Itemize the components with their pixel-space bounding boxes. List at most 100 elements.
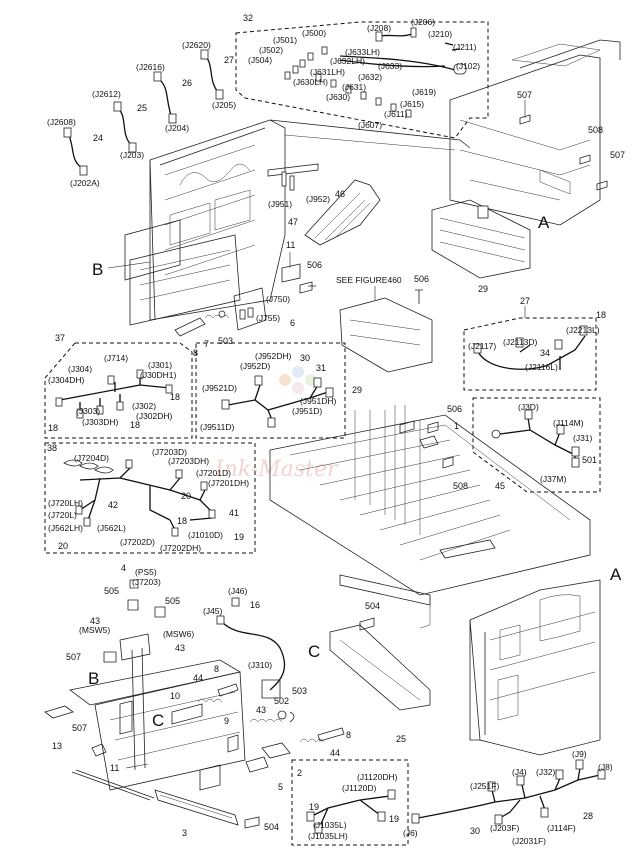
- label-J952: (J952): [306, 194, 330, 204]
- label-J631: (J631): [342, 82, 366, 92]
- part-number-8-b: 8: [214, 664, 219, 674]
- label-J952D: (J952D): [240, 361, 270, 371]
- label-J7204D: (J7204D): [74, 453, 109, 463]
- label-J2113D: (J2113D): [503, 337, 537, 347]
- box-38: [44, 442, 256, 554]
- label-J6: (J6): [403, 828, 418, 838]
- label-J2608: (J2608): [47, 117, 76, 127]
- label-J9521D: (J9521D): [202, 383, 237, 393]
- label-J304DH: (J304DH): [48, 375, 85, 385]
- label-J632: (J632): [358, 72, 382, 82]
- part-number-32: 30: [300, 353, 310, 363]
- part-number-20-b: 20: [58, 541, 68, 551]
- part-number-19-a: 19: [234, 532, 244, 542]
- label-MSW6: (MSW6): [163, 629, 194, 639]
- part-number-505-a: 505: [104, 586, 119, 596]
- label-J631LH: (J631LH): [310, 67, 345, 77]
- box-30: [235, 21, 489, 139]
- label-J7203: (J7203): [132, 577, 161, 587]
- box-31: [195, 342, 346, 439]
- right-lower-frame: A: [469, 565, 622, 756]
- part-number-507-c: 506: [447, 404, 462, 414]
- label-J206: (J206): [411, 17, 435, 27]
- view-letter-B-bottom: B: [88, 669, 99, 688]
- label-J301: (J301): [148, 360, 172, 370]
- box-31-harness: [221, 375, 334, 428]
- part-number-507-a: 506: [307, 260, 322, 270]
- part-number-31: 29: [352, 385, 362, 395]
- label-J303: (J303): [76, 406, 100, 416]
- label-J714: (J714): [104, 353, 128, 363]
- right-upper-labels: 507 508 507 A: [517, 90, 625, 232]
- part-number-24: 27: [224, 55, 234, 65]
- label-J562LH: (J562LH): [48, 523, 83, 533]
- label-J204: (J204): [165, 123, 189, 133]
- label-J8: (J8): [598, 762, 613, 772]
- part-number-20-a: 20: [181, 491, 191, 501]
- label-J114F: (J114F): [547, 823, 576, 833]
- label-J630: (J630): [326, 92, 350, 102]
- part-number-13: 13: [52, 741, 62, 751]
- part-number-7: 7: [204, 339, 209, 349]
- part-number-26: 27: [520, 296, 530, 306]
- harness-28-29-labels: (J251F) (J4) (J32) (J9) (J8) 28 (J6) 30 …: [403, 749, 613, 846]
- part-number-19-b: 19: [309, 802, 319, 812]
- label-J7203D: (J7203D): [152, 447, 187, 457]
- part-number-45: 501: [582, 455, 597, 465]
- label-J952DH: (J952DH): [255, 351, 292, 361]
- label-J1120DH: (J1120DH): [357, 772, 398, 782]
- label-J211: (J211): [453, 42, 477, 52]
- harness-28-29: [411, 759, 606, 825]
- part-number-22: 25: [137, 103, 147, 113]
- part-number-42: 43: [256, 705, 266, 715]
- box-25-labels: 25 (J1120DH) (J1120D) 19 19 (J1035L) (J1…: [308, 734, 406, 841]
- label-J633: (J633): [378, 61, 402, 71]
- box-30-labels: (J206) (J208) (J500) (J501) (J210) (J502…: [243, 13, 480, 130]
- label-J500: (J500): [302, 28, 326, 38]
- label-J607: (J607): [358, 120, 382, 130]
- label-J114M: (J114M): [553, 418, 584, 428]
- part-number-5: 5: [278, 782, 283, 792]
- label-J2117: (J2117): [468, 341, 496, 351]
- label-J32: (J32): [536, 767, 556, 777]
- label-J302: (J302): [132, 401, 156, 411]
- part-number-503: 503: [292, 686, 307, 696]
- label-J9511D: (J9511D): [200, 422, 234, 432]
- part-number-504-a: 504: [365, 601, 380, 611]
- label-J633LH: (J633LH): [345, 47, 380, 57]
- part-number-12: 11: [286, 240, 295, 250]
- part-number-18-a: 18: [170, 392, 180, 402]
- part-number-40: 42: [108, 500, 118, 510]
- label-J3D: (J3D): [518, 402, 539, 412]
- label-J2213L: (J2213L): [566, 325, 600, 335]
- label-J755: (J755): [256, 313, 280, 323]
- watermark: Ink-Master: [214, 366, 339, 482]
- part-number-18-e: 18: [177, 516, 187, 526]
- box-25: [291, 759, 409, 846]
- part-number-38: 38: [47, 443, 57, 453]
- part-number-47: 47: [288, 217, 298, 227]
- part-number-34: 34: [540, 348, 550, 358]
- label-J203: (J203): [120, 150, 144, 160]
- box-30-connectors: [284, 27, 467, 118]
- duct-46: [304, 179, 381, 246]
- box-26: [463, 317, 597, 391]
- label-J203F: (J203F): [490, 823, 519, 833]
- label-J210: (J210): [428, 29, 452, 39]
- lower-middle-parts: 504 C (J46) (J45) 16 (J310): [203, 586, 431, 711]
- box-26-labels: 27 18 (J2213L) (J2113D) (J2117) 34 (J211…: [468, 296, 606, 372]
- label-J310: (J310): [248, 660, 272, 670]
- see-figure-cover: SEE FIGURE460 506: [336, 274, 433, 373]
- harness-top-left: [63, 49, 224, 176]
- label-J720LH: (J720LH): [48, 498, 83, 508]
- part-number-8-c: 8: [346, 730, 351, 740]
- label-J630LH: (J630LH): [293, 77, 328, 87]
- part-number-2: 2: [297, 768, 302, 778]
- box-25-harness: [306, 789, 396, 834]
- label-J46: (J46): [228, 586, 248, 596]
- upper-frame-labels: (J952) (J951) 46 47 B: [92, 189, 345, 279]
- part-number-44: 45: [495, 481, 505, 491]
- label-J45: (J45): [203, 606, 223, 616]
- part-number-508-a: 508: [588, 125, 603, 135]
